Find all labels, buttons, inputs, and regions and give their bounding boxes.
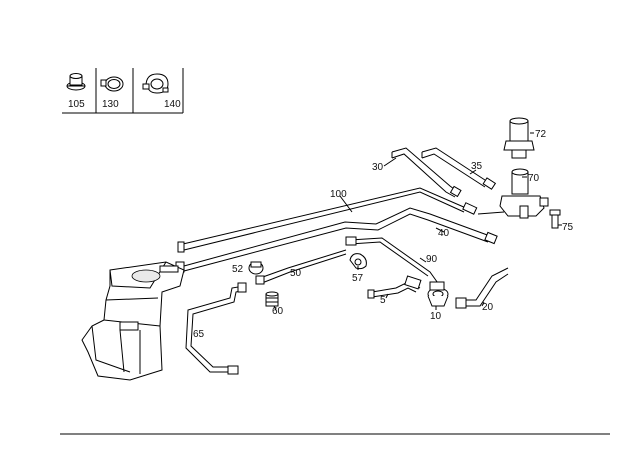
callout-10: 10: [430, 311, 442, 322]
legend-table: 105 130 140: [62, 68, 184, 114]
hinged-clamp-icon: [142, 73, 169, 94]
legend-item-130: 130: [102, 99, 119, 110]
check-valve-10: [427, 281, 449, 307]
callout-20: 20: [482, 302, 494, 313]
hose-clamp-icon: [100, 76, 124, 92]
sensor-75: [549, 209, 561, 229]
legend-item-105: 105: [68, 99, 85, 110]
valve-block-70: [499, 168, 549, 219]
callout-100: 100: [330, 189, 347, 200]
line-90: [345, 236, 441, 287]
callout-30: 30: [372, 162, 384, 173]
hose-40: [175, 207, 498, 273]
legend-item-140: 140: [164, 99, 181, 110]
callout-40: 40: [438, 228, 450, 239]
callout-5: 5: [380, 295, 386, 306]
nut-52: [248, 261, 264, 275]
callout-57: 57: [352, 273, 364, 284]
fluid-reservoir: [81, 261, 185, 381]
callout-50: 50: [290, 268, 302, 279]
hose-grommet-icon: [66, 73, 86, 91]
callout-72: 72: [535, 129, 547, 140]
hose-20: [455, 267, 509, 309]
hose-65: [185, 282, 247, 375]
hose-5: [367, 275, 422, 299]
sleeve-60: [265, 291, 279, 307]
pump-motor-72: [503, 117, 535, 159]
hose-35: [421, 147, 497, 190]
line-50: [255, 249, 347, 285]
callout-60: 60: [272, 306, 284, 317]
callout-75: 75: [562, 222, 574, 233]
callout-70: 70: [528, 173, 540, 184]
hose-30: [391, 147, 462, 198]
callout-90: 90: [426, 254, 438, 265]
callout-65: 65: [193, 329, 205, 340]
clip-57: [349, 253, 367, 270]
callout-35: 35: [471, 161, 483, 172]
callout-52: 52: [232, 264, 244, 275]
line-100: [177, 187, 505, 253]
